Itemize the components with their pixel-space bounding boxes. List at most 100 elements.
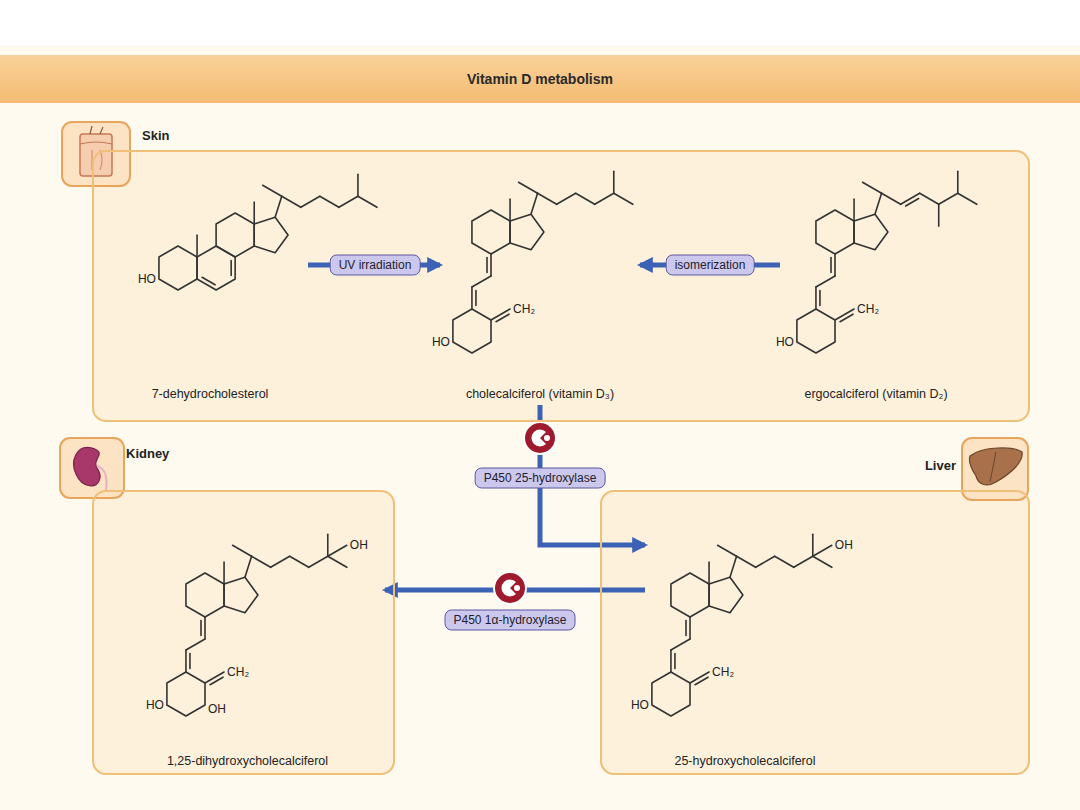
bond-line bbox=[486, 258, 488, 273]
chemical-structures bbox=[159, 171, 977, 716]
enzyme-icon bbox=[494, 572, 526, 604]
bond-line bbox=[718, 545, 737, 556]
bond-line bbox=[282, 196, 301, 207]
organ-heading: Kidney bbox=[126, 446, 169, 461]
bond-line bbox=[595, 193, 614, 204]
bond-line bbox=[472, 276, 491, 287]
bond-line bbox=[830, 258, 832, 273]
title-band bbox=[0, 55, 1080, 103]
bond-line bbox=[737, 556, 756, 567]
bond-line bbox=[685, 621, 687, 636]
bond-line bbox=[815, 287, 817, 309]
atom-label: HO bbox=[775, 335, 795, 349]
bond-line bbox=[185, 650, 187, 672]
bond-line bbox=[328, 545, 347, 556]
bond-line bbox=[496, 314, 509, 322]
atom-label: HO bbox=[137, 272, 157, 286]
skin-layer bbox=[80, 142, 112, 144]
ring bbox=[159, 246, 197, 290]
bond-line bbox=[813, 545, 832, 556]
ring bbox=[167, 672, 205, 716]
page-cream bbox=[0, 45, 1080, 810]
bond-line bbox=[958, 193, 977, 204]
bond-line bbox=[671, 639, 690, 650]
bond-line bbox=[920, 193, 939, 204]
bond-line bbox=[816, 276, 835, 287]
ring bbox=[254, 217, 288, 253]
ring bbox=[797, 309, 835, 353]
bond-line bbox=[490, 254, 492, 276]
ring bbox=[224, 577, 258, 613]
bond-line bbox=[938, 204, 940, 226]
atom-label: OH bbox=[207, 702, 227, 716]
bond-line bbox=[689, 617, 691, 639]
bond-line bbox=[708, 562, 710, 584]
bond-line bbox=[202, 277, 215, 285]
bond-line bbox=[756, 556, 775, 567]
bond-line bbox=[309, 556, 328, 567]
liver-shape bbox=[969, 448, 1022, 485]
bond-line bbox=[834, 254, 836, 276]
bond-line bbox=[840, 314, 853, 322]
panel-fill bbox=[92, 150, 1030, 422]
bond-line bbox=[290, 556, 309, 567]
enzyme-label: P450 25-hydroxylase bbox=[475, 468, 606, 489]
enzyme-shape bbox=[501, 580, 516, 597]
bond-line bbox=[531, 193, 538, 214]
bond-line bbox=[358, 196, 377, 207]
enzyme-label: isomerization bbox=[666, 255, 755, 276]
atom-label: HO bbox=[630, 698, 650, 712]
bond-line bbox=[320, 196, 339, 207]
panel-fill bbox=[92, 490, 395, 775]
bond-line bbox=[339, 196, 358, 207]
kidney-shape bbox=[74, 447, 100, 485]
bond-line bbox=[670, 650, 672, 672]
bond-line bbox=[189, 654, 191, 669]
secosteroid-structure bbox=[167, 534, 347, 716]
bond-line bbox=[939, 193, 958, 204]
bond-line bbox=[475, 291, 477, 306]
atom-label: CH₂ bbox=[512, 302, 536, 316]
bond-line bbox=[557, 193, 576, 204]
bond-line bbox=[196, 235, 198, 257]
ureter bbox=[97, 466, 107, 490]
ring bbox=[197, 246, 235, 290]
bond-line bbox=[233, 545, 252, 556]
bond-line bbox=[210, 677, 223, 685]
bond-line bbox=[186, 639, 205, 650]
enzyme-disc bbox=[494, 572, 526, 604]
ring bbox=[453, 309, 491, 353]
bond-line bbox=[695, 677, 708, 685]
bond-line bbox=[775, 556, 794, 567]
bond-line bbox=[906, 199, 919, 207]
skin-hair bbox=[90, 126, 103, 134]
bond-line bbox=[813, 556, 832, 567]
bond-line bbox=[223, 562, 225, 584]
compound-name: cholecalciferol (vitamin D₃) bbox=[466, 387, 614, 401]
bond-line bbox=[863, 182, 882, 193]
atom-label: HO bbox=[431, 335, 451, 349]
compound-node: cholecalciferol (vitamin D₃) bbox=[440, 155, 640, 405]
bond-line bbox=[252, 556, 271, 567]
bond-line bbox=[519, 182, 538, 193]
substrate-dot bbox=[544, 435, 550, 441]
bond-line bbox=[730, 556, 737, 577]
enzyme-shape bbox=[531, 430, 546, 447]
bond-line bbox=[357, 174, 359, 196]
secosteroid-structure bbox=[453, 171, 633, 353]
bond-line bbox=[957, 171, 959, 193]
bond-line bbox=[613, 171, 615, 193]
icon-frame bbox=[60, 438, 124, 498]
atom-label: CH₂ bbox=[856, 302, 880, 316]
diagram-title: Vitamin D metabolism bbox=[0, 55, 1080, 103]
atom-label: CH₂ bbox=[711, 665, 735, 679]
bond-line bbox=[200, 621, 202, 636]
bond-line bbox=[245, 556, 252, 577]
panel-fill bbox=[600, 490, 1030, 775]
bond-line bbox=[853, 199, 855, 221]
ring bbox=[816, 210, 854, 254]
bond-line bbox=[271, 556, 290, 567]
atom-label: HO bbox=[145, 698, 165, 712]
